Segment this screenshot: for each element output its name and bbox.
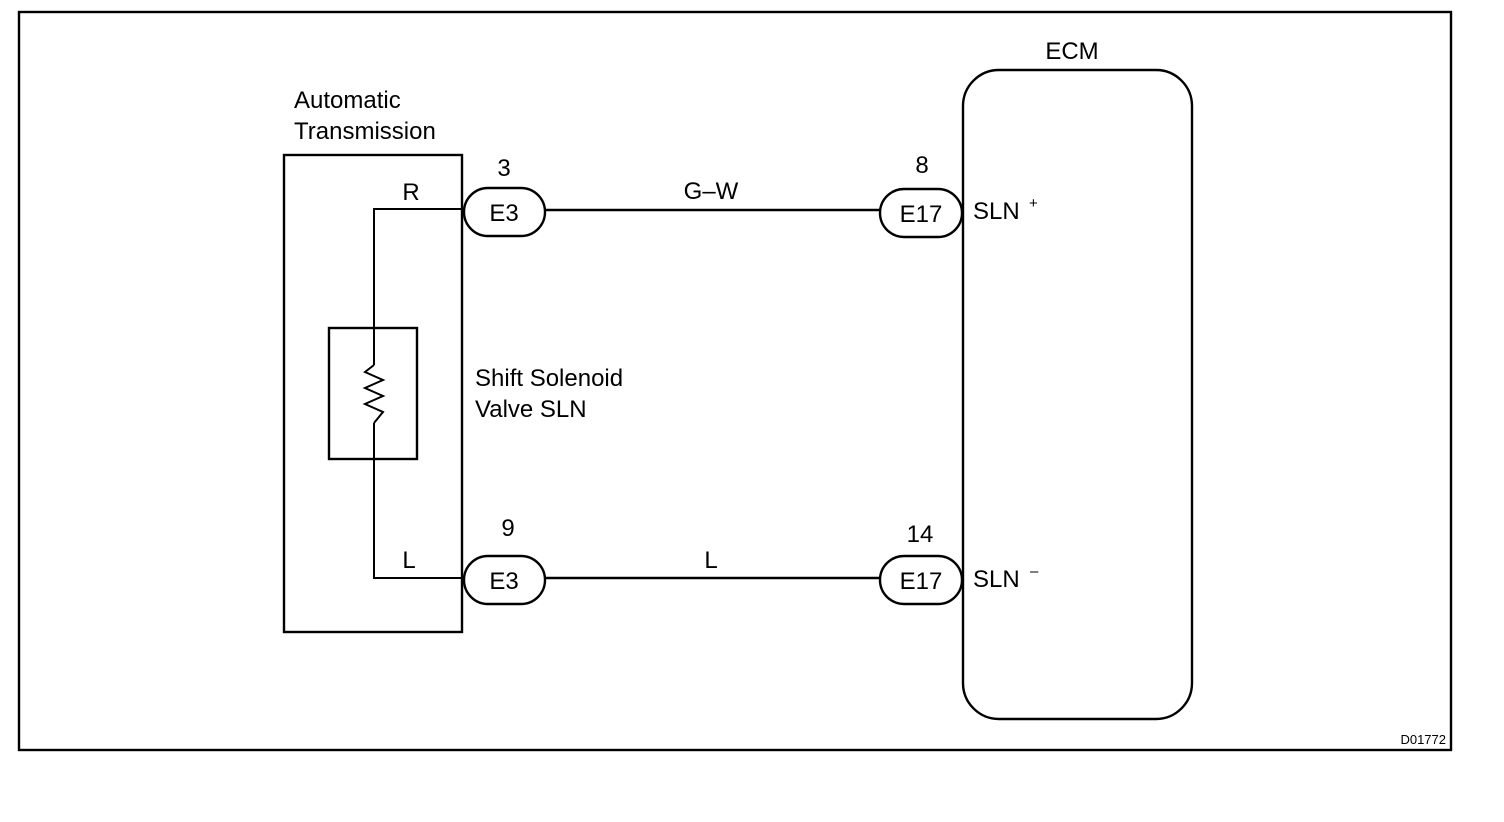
- e17-top-id: E17: [900, 201, 943, 228]
- internal-wire-r-label: R: [402, 179, 419, 206]
- connector-e3-bottom: [462, 554, 547, 606]
- wire-top-color: G–W: [684, 178, 739, 205]
- e3-bottom-pin: 9: [501, 515, 514, 542]
- transmission-box: [282, 153, 464, 634]
- e3-bottom-id: E3: [489, 568, 518, 595]
- ecm-box: [961, 68, 1194, 721]
- ecm-terminal-sln-minus-sign: –: [1030, 563, 1039, 580]
- e17-bottom-id: E17: [900, 568, 943, 595]
- transmission-label-line1: Automatic: [294, 87, 401, 114]
- ecm-terminal-sln-plus-sign: +: [1029, 195, 1038, 212]
- transmission-label-line2: Transmission: [294, 118, 436, 145]
- internal-wire-l-label: L: [402, 547, 415, 574]
- solenoid-box: [327, 326, 419, 461]
- connector-e17-top: [878, 187, 964, 239]
- internal-wire-l: [373, 423, 464, 579]
- wire-bottom-color: L: [704, 547, 717, 574]
- solenoid-label-line1: Shift Solenoid: [475, 365, 623, 392]
- diagram-frame: [17, 10, 1453, 752]
- e17-top-pin: 8: [915, 152, 928, 179]
- ecm-terminal-sln-minus: SLN: [973, 566, 1020, 593]
- e3-top-pin: 3: [497, 155, 510, 182]
- ecm-terminal-sln-plus: SLN: [973, 198, 1020, 225]
- resistor-symbol: [362, 364, 386, 424]
- connector-e17-bottom: [878, 554, 964, 606]
- e17-bottom-pin: 14: [907, 521, 934, 548]
- figure-code: D01772: [1400, 732, 1446, 747]
- ecm-label: ECM: [1045, 38, 1098, 65]
- internal-wire-r: [373, 208, 464, 365]
- e3-top-id: E3: [489, 200, 518, 227]
- connector-e3-top: [462, 186, 547, 238]
- solenoid-label-line2: Valve SLN: [475, 396, 587, 423]
